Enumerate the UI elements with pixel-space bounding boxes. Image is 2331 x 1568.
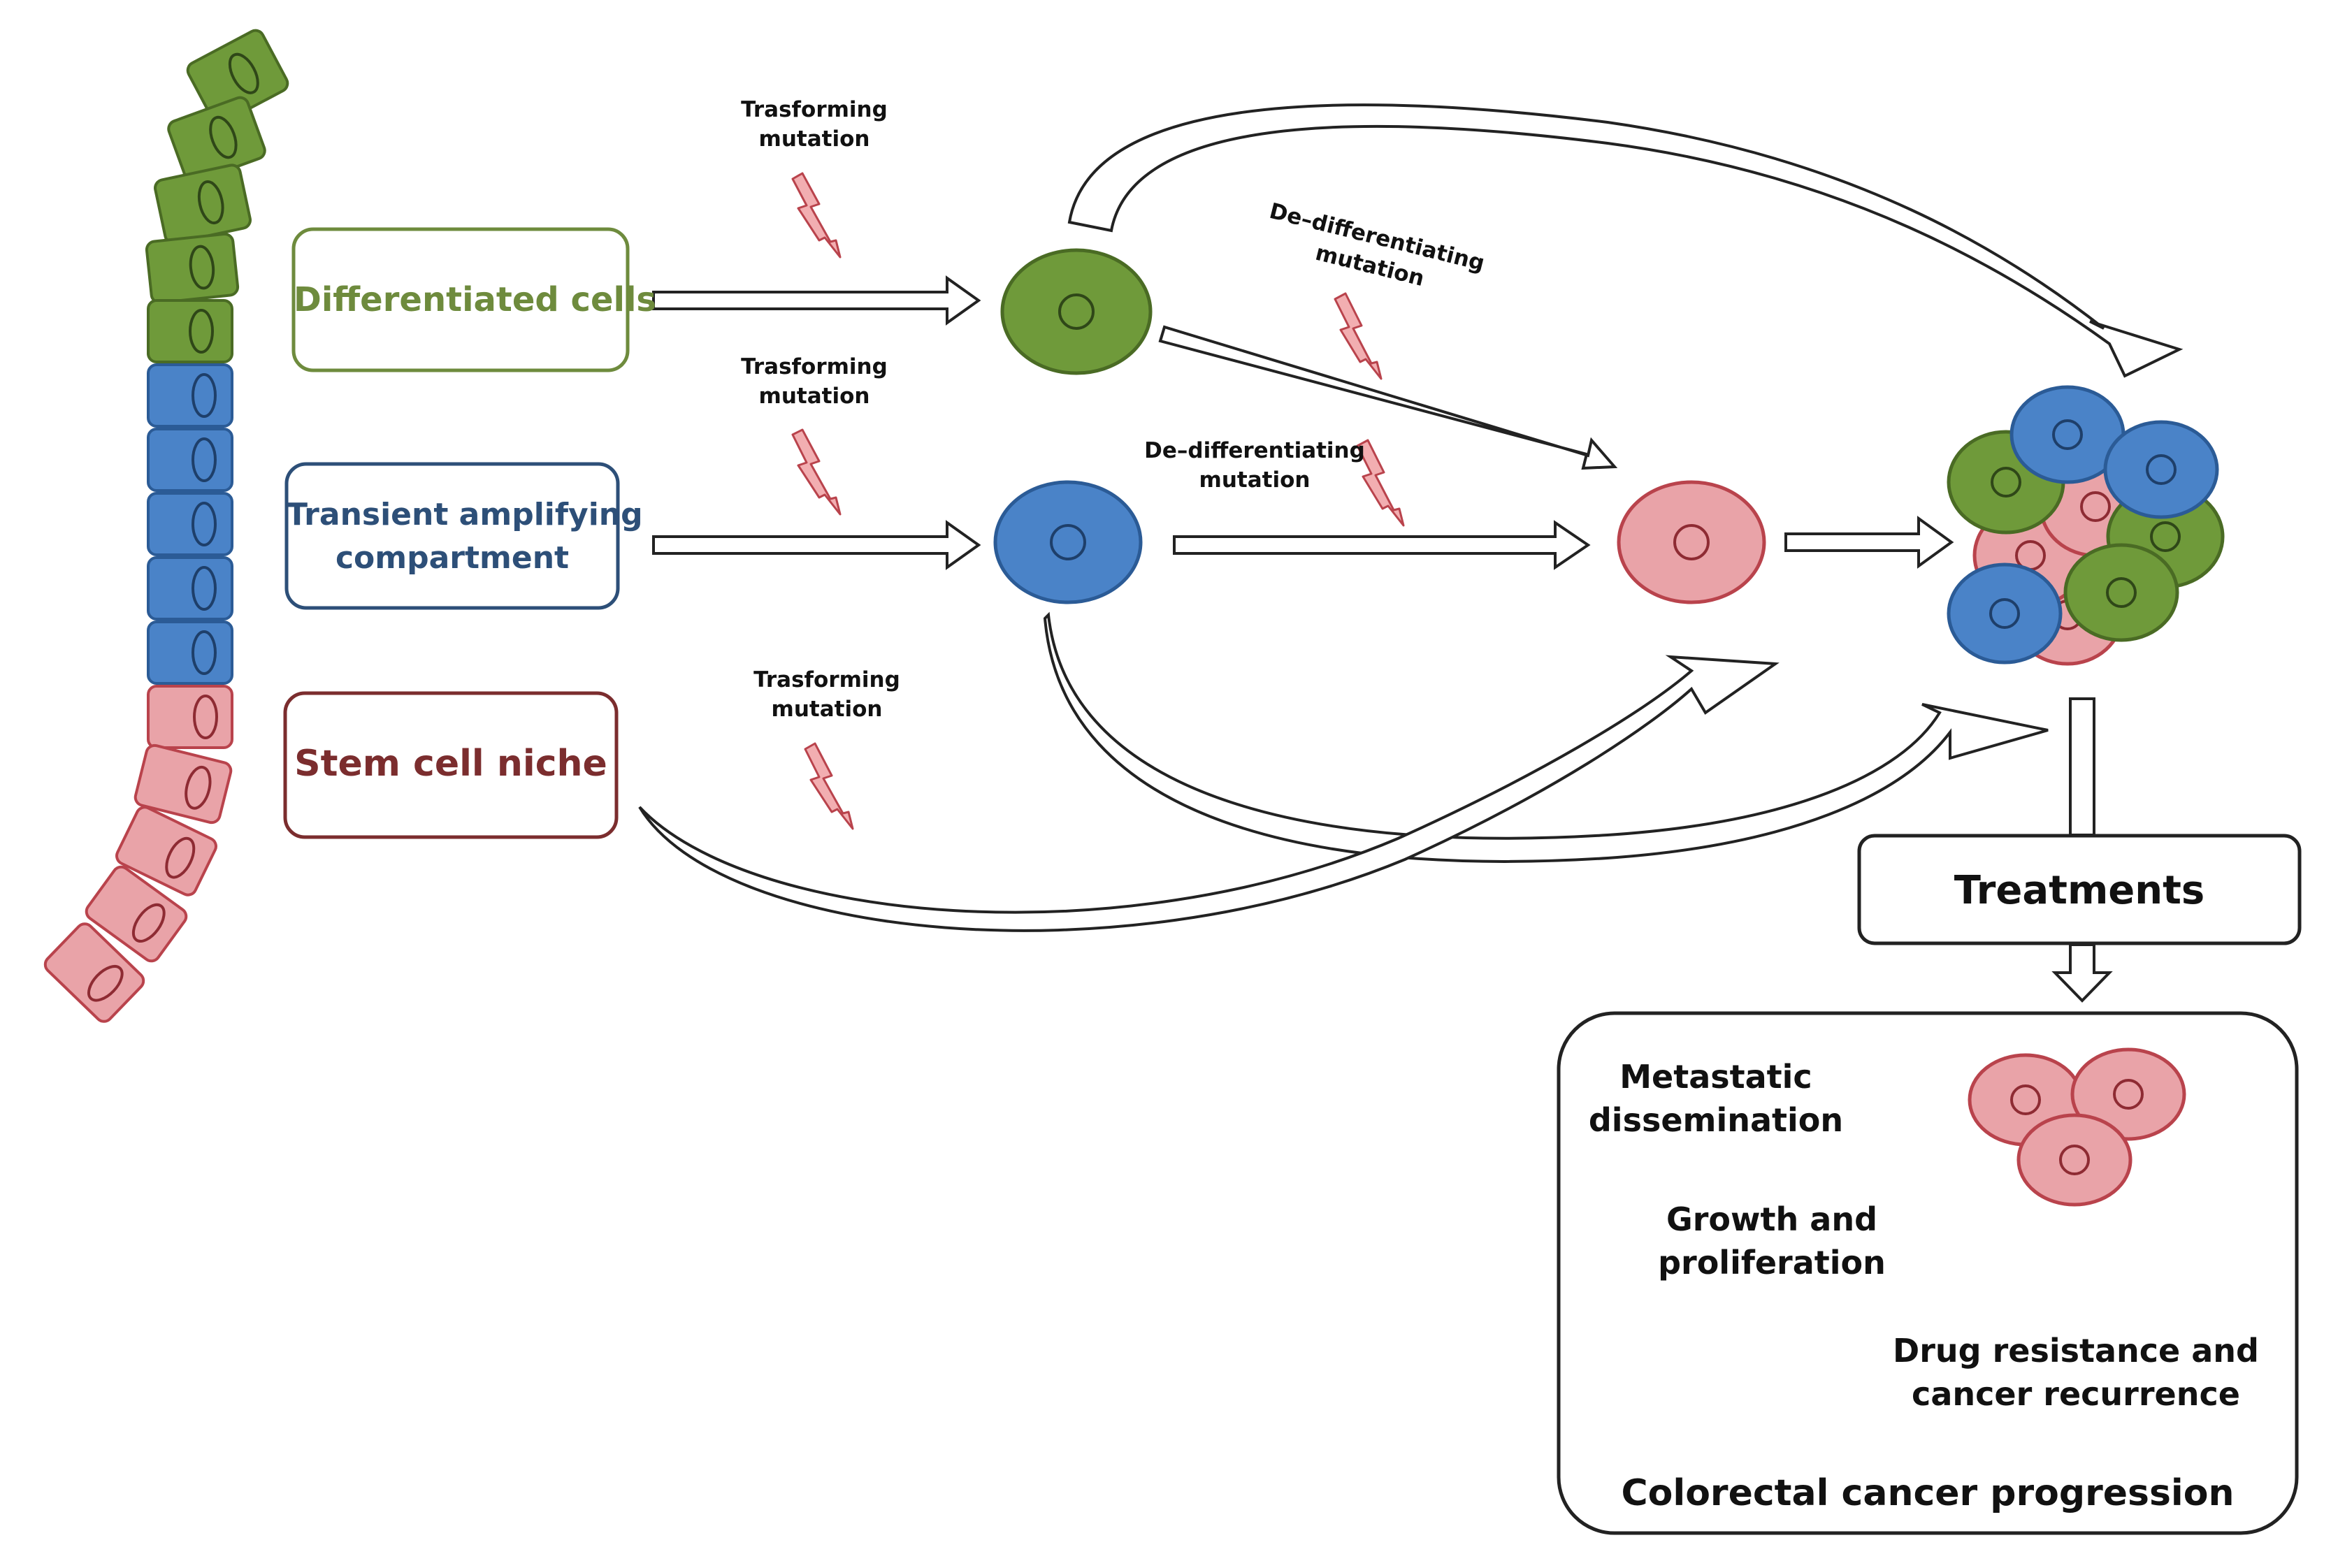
mutation-line-2: mutation: [771, 697, 883, 722]
transforming-mutation-label-top: Trasforming mutation: [720, 95, 909, 154]
crypt-cell-blue: [147, 492, 233, 556]
lightning-bolts: [791, 172, 1405, 830]
straight-arrows: [652, 275, 2113, 1003]
progression-title: Colorectal cancer progression: [1621, 1472, 2235, 1514]
arrow-transient-to-blue-cell: [652, 520, 981, 570]
arrow-differentiated-to-green-cell: [652, 275, 981, 326]
crypt-cell-green: [186, 29, 289, 125]
growth-line-2: proliferation: [1658, 1244, 1886, 1282]
mutation-line-1: Trasforming: [741, 97, 888, 122]
transient-line-2: compartment: [335, 540, 570, 576]
green-transformed-cell: [1000, 248, 1153, 375]
drug-resistance-label: Drug resistance and cancer recurrence: [1887, 1329, 2265, 1416]
crypt-cell-green: [167, 96, 266, 184]
heterogeneous-tumor: [1947, 385, 2225, 666]
transforming-mutation-label-bottom: Trasforming mutation: [733, 665, 921, 724]
transient-amplifying-box: [284, 462, 620, 610]
drug-line-2: cancer recurrence: [1912, 1375, 2240, 1413]
arrow-green-to-pink-cell: [1158, 325, 1618, 470]
crypt-cell-red: [43, 922, 145, 1023]
metastatic-line-1: Metastatic: [1619, 1058, 1812, 1096]
differentiated-cells-label: Differentiated cells: [294, 280, 656, 319]
mutation-line-1: Trasforming: [741, 354, 888, 379]
crypt-cell-red: [115, 806, 217, 896]
crypt-cell-green: [147, 299, 233, 363]
crypt-cell-red: [85, 865, 188, 963]
stem-cell-niche-box: [283, 691, 619, 839]
treatments-label: Treatments: [1954, 868, 2205, 913]
crypt-cell-blue: [147, 363, 233, 428]
crypt-epithelium: [43, 29, 289, 1023]
lightning-bolt-icon: [1334, 292, 1383, 380]
arrow-blue-to-pink-cell: [1173, 520, 1591, 570]
curved-arrow-blue-to-tumor: [1043, 611, 2049, 863]
mutation-line-2: mutation: [1199, 467, 1311, 493]
growth-proliferation-label: Growth and proliferation: [1650, 1198, 1894, 1284]
crypt-cell-red: [133, 743, 233, 825]
mutation-line-1: Trasforming: [753, 667, 900, 692]
crypt-cell-red: [147, 685, 233, 749]
arrow-pink-to-tumor: [1784, 516, 1954, 569]
growth-line-1: Growth and: [1666, 1200, 1877, 1238]
arrow-tumor-to-treatments: [2069, 697, 2095, 836]
crypt-cell-blue: [147, 428, 233, 492]
crypt-cell-green: [154, 164, 252, 245]
transforming-mutation-label-middle: Trasforming mutation: [720, 352, 909, 411]
cancer-cell-cluster: [1968, 1047, 2186, 1207]
blue-transformed-cell: [993, 480, 1143, 604]
lightning-bolt-icon: [791, 428, 842, 516]
transient-amplifying-label: Transient amplifying compartment: [287, 493, 643, 580]
lightning-bolt-icon: [804, 742, 854, 830]
pink-cancer-stem-cell: [1617, 480, 1766, 604]
crypt-cell-green: [145, 232, 240, 305]
lightning-bolt-icon: [1356, 439, 1405, 527]
metastatic-dissemination-label: Metastatic dissemination: [1587, 1055, 1845, 1142]
metastatic-line-2: dissemination: [1588, 1101, 1844, 1139]
drug-line-1: Drug resistance and: [1893, 1332, 2259, 1370]
curved-arrow-green-to-tumor: [1067, 103, 2184, 378]
crypt-cell-blue: [147, 620, 233, 685]
mutation-line-2: mutation: [758, 126, 870, 152]
crypt-cell-blue: [147, 556, 233, 620]
differentiated-cells-box: [291, 227, 630, 372]
dedifferentiating-mutation-label-middle: De–differentiating mutation: [1139, 436, 1370, 495]
lightning-bolt-icon: [791, 172, 842, 259]
transient-line-1: Transient amplifying: [287, 497, 643, 532]
treatments-box: [1857, 834, 2302, 945]
arrow-treatments-to-progression: [2051, 943, 2113, 1003]
curved-arrow-stem-to-pink-cell: [638, 655, 1780, 932]
stem-cell-niche-label: Stem cell niche: [294, 743, 607, 785]
mutation-line-2: mutation: [758, 384, 870, 409]
mutation-line-1: De–differentiating: [1144, 438, 1365, 463]
